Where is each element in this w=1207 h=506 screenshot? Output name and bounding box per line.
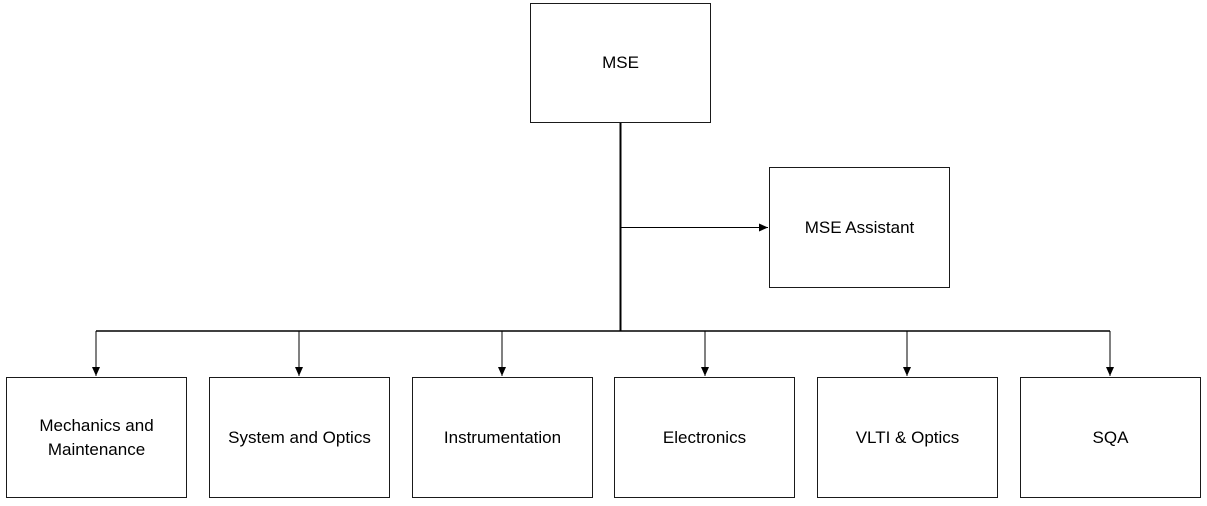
department-node-label: VLTI & Optics	[855, 427, 960, 447]
root-node-label: MSE	[602, 53, 639, 72]
department-node-label: Mechanics and Maintenance	[39, 415, 154, 459]
assistant-node: MSE Assistant	[769, 167, 950, 288]
department-node-label: SQA	[1092, 427, 1129, 447]
department-node-mechanics-maintenance: Mechanics and Maintenance	[6, 377, 187, 498]
department-node-label: Instrumentation	[443, 427, 562, 447]
department-node-instrumentation: Instrumentation	[412, 377, 593, 498]
department-node-label: System and Optics	[228, 427, 371, 447]
department-node-vlti-optics: VLTI & Optics	[817, 377, 998, 498]
assistant-node-label: MSE Assistant	[804, 217, 915, 237]
department-node-system-optics: System and Optics	[209, 377, 390, 498]
department-node-sqa: SQA	[1020, 377, 1201, 498]
root-node-mse: MSE	[530, 3, 711, 123]
department-node-electronics: Electronics	[614, 377, 795, 498]
department-node-label: Electronics	[662, 427, 747, 447]
